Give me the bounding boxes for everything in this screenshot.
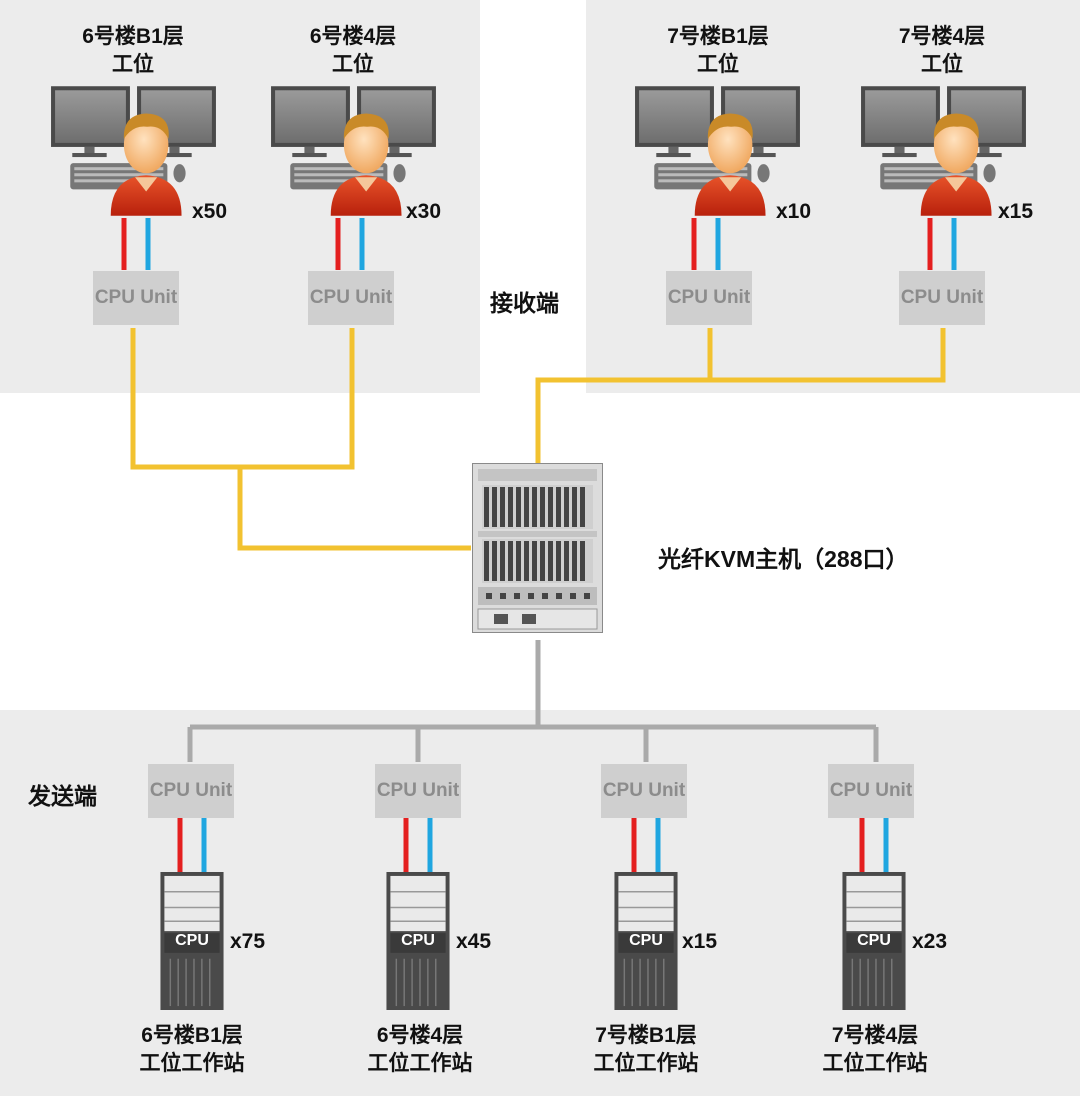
receiver-panel-7 <box>586 0 1080 393</box>
receiver-cpu-unit: CPU Unit <box>93 271 179 325</box>
sender-count: x23 <box>912 930 948 953</box>
sender-cpu-unit: CPU Unit <box>148 764 234 818</box>
tower-label: CPU <box>857 932 891 949</box>
network-lines <box>187 640 879 762</box>
tower-label: CPU <box>629 932 663 949</box>
receiver-count: x10 <box>776 200 812 223</box>
sender-title: 7号楼B1层工位工作站 <box>593 1024 699 1075</box>
kvm-host-label: 光纤KVM主机（288口） <box>658 546 909 572</box>
tower-label: CPU <box>401 932 435 949</box>
workstation-user-icon <box>632 86 804 218</box>
receiver-title-7b1: 7号楼B1层工位 <box>667 25 769 76</box>
fiber-lines <box>130 328 946 551</box>
kvm-port-grid-top <box>484 487 585 527</box>
receiver-cpu-unit: CPU Unit <box>899 271 985 325</box>
sender-cables <box>177 818 889 872</box>
sender-cpu-unit: CPU Unit <box>601 764 687 818</box>
sender-count: x75 <box>230 930 266 953</box>
tower-label: CPU <box>175 932 209 949</box>
receiver-cpu-unit: CPU Unit <box>308 271 394 325</box>
receiver-count: x30 <box>406 200 442 223</box>
receiver-cpu-unit: CPU Unit <box>666 271 752 325</box>
workstation-user-icon <box>268 86 440 218</box>
receiver-label: 接收端 <box>490 290 559 316</box>
sender-count: x15 <box>682 930 718 953</box>
kvm-host-icon <box>472 463 603 633</box>
sender-title: 6号楼B1层工位工作站 <box>139 1024 245 1075</box>
sender-cpu-unit: CPU Unit <box>375 764 461 818</box>
receiver-title-6b1: 6号楼B1层工位 <box>82 25 184 76</box>
workstation-user-icon <box>48 86 220 218</box>
workstation-user-icon <box>858 86 1030 218</box>
receiver-count: x15 <box>998 200 1034 223</box>
receiver-title-6f4: 6号楼4层工位 <box>309 25 397 76</box>
sender-label: 发送端 <box>28 783 97 809</box>
sender-count: x45 <box>456 930 492 953</box>
fiber-line-7-group <box>535 328 946 465</box>
receiver-count: x50 <box>192 200 228 223</box>
fiber-line-6-group <box>237 467 471 551</box>
receiver-title-7f4: 7号楼4层工位 <box>898 25 986 76</box>
kvm-port-grid-bottom <box>484 541 585 581</box>
sender-cpu-unit: CPU Unit <box>828 764 914 818</box>
sender-title: 7号楼4层工位工作站 <box>822 1024 928 1075</box>
fiber-line-6b1 <box>130 328 355 470</box>
receiver-panel-6 <box>0 0 480 393</box>
sender-title: 6号楼4层工位工作站 <box>367 1024 473 1075</box>
receiver-cables <box>121 218 957 270</box>
